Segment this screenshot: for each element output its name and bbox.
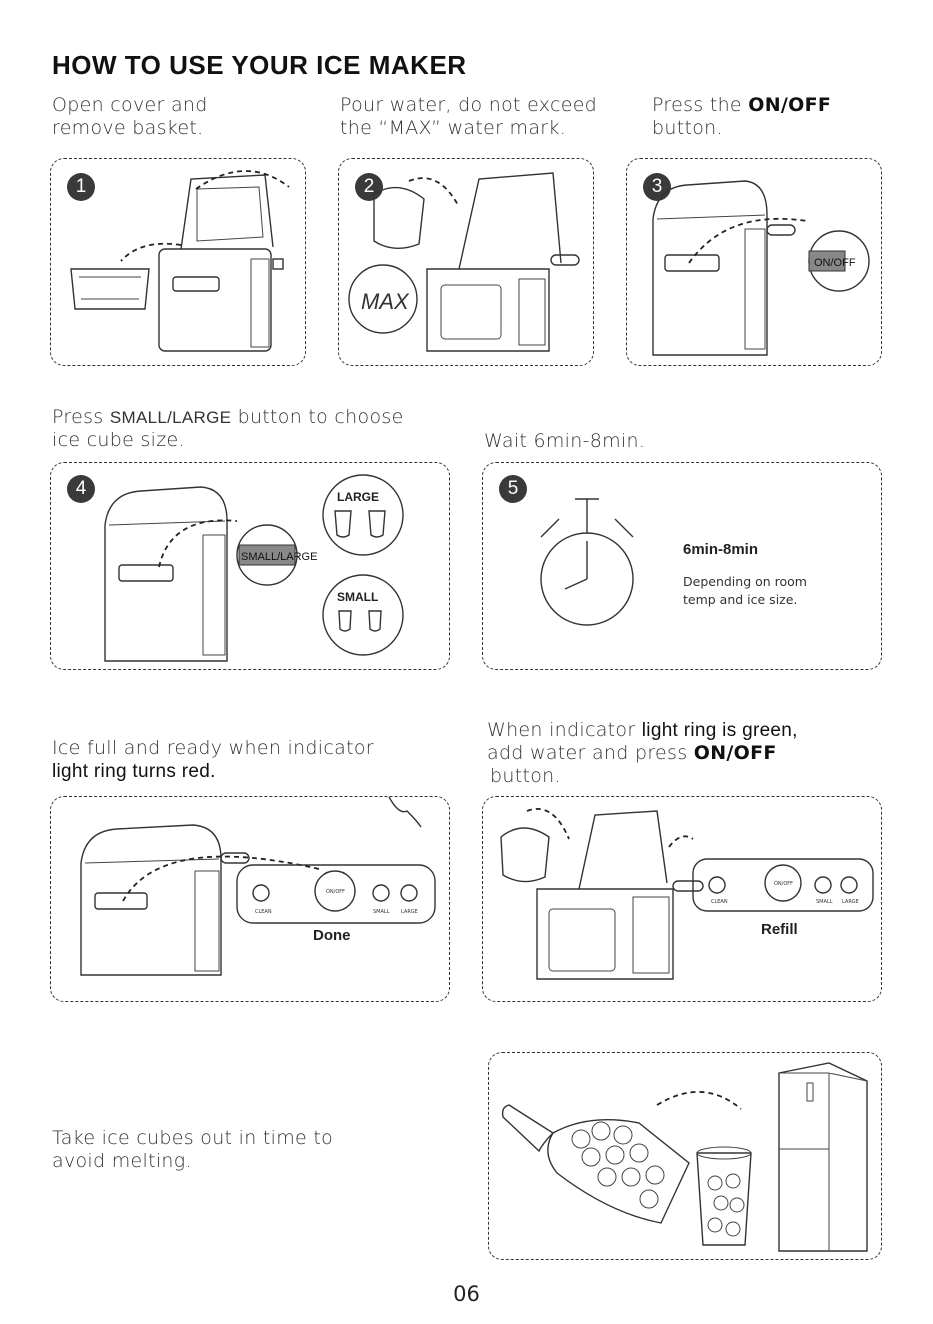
step4-illustration: 4 SMALL/LARGE LARGE SMALL (50, 462, 450, 670)
refill-panel-large: LARGE (842, 899, 859, 905)
step1-illustration: 1 (50, 158, 306, 366)
step7-line1a: When indicator (487, 719, 642, 741)
step1-caption: Open cover and remove basket. (52, 94, 208, 140)
wait-note-line1: Depending on room (683, 574, 807, 589)
done-status: Done (313, 927, 351, 944)
step4-line1c: button to choose (231, 406, 404, 428)
step4-caption: Press SMALL/LARGE button to choose ice c… (52, 406, 404, 452)
panel-clean: CLEAN (255, 909, 272, 915)
max-mark: MAX (361, 289, 410, 314)
ice-maker-size-icon: SMALL/LARGE LARGE SMALL (104, 474, 404, 662)
step4-line1a: Press (52, 406, 110, 428)
refill-panel-onoff: ON/OFF (774, 881, 793, 887)
step3-caption: Press the ON/OFF button. (652, 94, 831, 140)
step3-onoff-button-label: ON/OFF (814, 257, 856, 269)
ice-maker-open-icon (70, 170, 290, 352)
page-title: HOW TO USE YOUR ICE MAKER (52, 50, 467, 80)
step3-illustration: 3 ON/OFF (626, 158, 882, 366)
step7-line2a: add water and press (487, 742, 694, 764)
panel-large: LARGE (401, 909, 418, 915)
refill-status: Refill (761, 921, 798, 938)
step8-caption: Take ice cubes out in time to avoid melt… (52, 1127, 333, 1173)
ice-scoop-fridge-icon (501, 1062, 868, 1252)
page-number: 06 (453, 1282, 480, 1306)
wait-note-line2: temp and ice size. (683, 592, 798, 607)
wait-time: 6min-8min (683, 541, 759, 558)
clock-icon (540, 498, 634, 626)
small-label: SMALL (337, 590, 378, 604)
step2-number: 2 (355, 173, 383, 201)
step3-line1a: Press the (652, 94, 749, 116)
step3-number: 3 (643, 173, 671, 201)
step1-number: 1 (67, 173, 95, 201)
step5-illustration: 5 6min-8min Depending on room temp and i… (482, 462, 882, 670)
step2-illustration: 2 MAX (338, 158, 594, 366)
step4-small-large-text: SMALL/LARGE (109, 408, 232, 427)
step2-caption: Pour water, do not exceed the “MAX” wate… (340, 94, 597, 140)
step8-line2: avoid melting. (52, 1150, 192, 1172)
step6-line1: Ice full and ready when indicator (52, 737, 374, 759)
step8-illustration (488, 1052, 882, 1260)
step8-line1: Take ice cubes out in time to (52, 1127, 334, 1149)
step1-line1: Open cover and (52, 94, 208, 116)
refill-panel-clean: CLEAN (711, 899, 728, 905)
refill-panel-small: SMALL (816, 899, 833, 905)
step1-line2: remove basket. (52, 117, 204, 139)
step2-line2: the “MAX” water mark. (340, 117, 567, 139)
step5-number: 5 (499, 475, 527, 503)
step2-line1: Pour water, do not exceed (340, 94, 598, 116)
step6-caption: Ice full and ready when indicator light … (52, 737, 374, 783)
step7-caption: When indicator light ring is green, add … (487, 719, 798, 788)
step7-onoff-text: ON/OFF (693, 742, 777, 764)
step6-line2: light ring turns red. (52, 761, 216, 782)
pour-water-icon: MAX (348, 172, 580, 352)
step4-small-large-button-label: SMALL/LARGE (241, 551, 317, 563)
ice-maker-closed-icon: ON/OFF (652, 180, 870, 356)
step3-line2: button. (652, 117, 723, 139)
refill-icon: CLEAN ON/OFF SMALL LARGE (500, 808, 874, 980)
step5-caption: Wait 6min-8min. (484, 430, 646, 452)
step7-line3: button. (490, 765, 561, 787)
step4-line2: ice cube size. (52, 429, 185, 451)
panel-small: SMALL (373, 909, 390, 915)
step6-illustration: CLEAN ON/OFF SMALL LARGE Done (50, 796, 450, 1002)
panel-onoff: ON/OFF (326, 889, 345, 895)
step7-illustration: CLEAN ON/OFF SMALL LARGE Refill (482, 796, 882, 1002)
step3-onoff-text: ON/OFF (748, 94, 832, 116)
step4-number: 4 (67, 475, 95, 503)
step7-line1b: light ring is green, (641, 720, 798, 741)
large-label: LARGE (337, 490, 379, 504)
ice-full-icon: CLEAN ON/OFF SMALL LARGE (80, 796, 436, 976)
wait-note: Depending on room temp and ice size. (683, 573, 807, 609)
